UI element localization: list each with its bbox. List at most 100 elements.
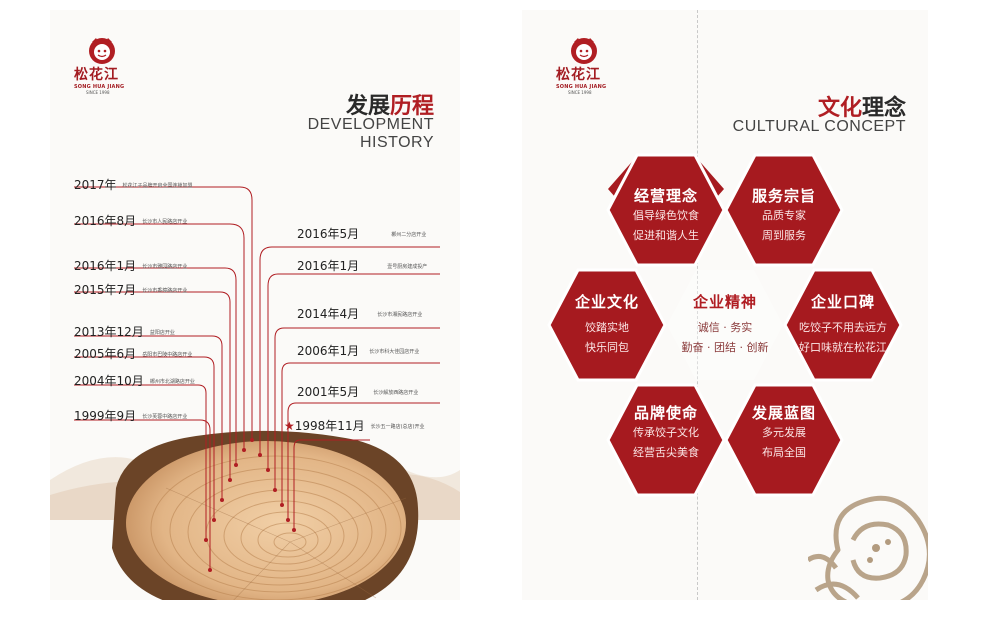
event-desc: 长沙解放西路店开业 — [373, 390, 419, 396]
hexagon-operation — [606, 153, 726, 267]
event-date: 2015年7月 — [74, 283, 137, 297]
event-date: 2017年 — [74, 178, 117, 192]
hexagon-line: 饺踏实地 — [585, 321, 629, 334]
hexagon-spirit-text: 企业精神 诚信 · 务实 勤奋 · 团结 · 创新 — [660, 292, 790, 358]
hexagon-line: 促进和谐人生 — [633, 229, 699, 242]
page-title-en: DEVELOPMENT HISTORY — [308, 116, 434, 152]
event-date: 2005年6月 — [74, 347, 137, 361]
event-desc: 长沙市湘民路店开业 — [377, 312, 423, 318]
hexagon-line: 经营舌尖美食 — [633, 446, 699, 459]
cultural-concept-page: 松花江 SONG HUA JIANG SINCE 1998 文化理念 CULTU… — [522, 10, 928, 600]
brand-logo: 松花江 SONG HUA JIANG SINCE 1998 — [556, 36, 618, 95]
timeline-branches — [74, 186, 440, 572]
event-desc: 长沙市雅园路店开业 — [142, 264, 188, 270]
event-date: 2016年1月 — [297, 259, 360, 273]
event-date: 2004年10月 — [74, 374, 144, 388]
timeline-event: 2001年5月 长沙解放西路店开业 — [297, 381, 418, 400]
hexagon-blueprint — [724, 383, 844, 497]
event-desc: 长沙市科大佳园店开业 — [369, 349, 420, 355]
title-en-line2: HISTORY — [359, 134, 434, 151]
mascot-icon — [571, 38, 597, 64]
timeline-event: 2015年7月长沙市香樟路店开业 — [74, 279, 187, 298]
title-plain: 发展 — [345, 94, 390, 119]
timeline-event: 2016年1月长沙市雅园路店开业 — [74, 255, 187, 274]
event-date: 2001年5月 — [297, 385, 360, 399]
hexagon-title: 品牌使命 — [633, 404, 698, 422]
title-accent: 历程 — [389, 94, 434, 119]
hexagon-line: 好口味就在松花江 — [799, 341, 887, 354]
timeline-event: 2014年4月 长沙市湘民路店开业 — [297, 303, 422, 322]
event-desc: 郴州二分店开业 — [391, 232, 427, 238]
hexagon-line: 诚信 · 务实 — [697, 321, 753, 334]
timeline-event: 2013年12月益阳店开业 — [74, 321, 175, 340]
hexagon-line: 品质专家 — [762, 209, 806, 222]
brand-name-cn: 松花江 — [74, 67, 119, 83]
mascot-icon — [89, 38, 115, 64]
hexagon-service-text: 服务宗旨 品质专家 周到服务 — [719, 186, 849, 246]
hexagon-line: 快乐同包 — [585, 341, 629, 354]
hexagon-line: 布局全国 — [762, 446, 806, 459]
hexagon-spirit — [667, 270, 783, 380]
title-accent: 文化 — [817, 96, 862, 121]
timeline-event: 2016年8月长沙市人民路店开业 — [74, 210, 187, 229]
hexagon-title: 经营理念 — [633, 187, 698, 205]
event-date: 1998年11月 — [294, 419, 365, 433]
timeline-event: 2017年松花江子品牌开启全国连锁加盟 — [74, 174, 193, 193]
development-history-page: 松花江 SONG HUA JIANG SINCE 1998 发展历程 DEVEL… — [50, 10, 460, 600]
hexagon-mission-text: 品牌使命 传承饺子文化 经营舌尖美食 — [601, 403, 731, 463]
timeline-event: 2016年5月郴州二分店开业 — [297, 223, 426, 242]
event-date: 2013年12月 — [74, 325, 144, 339]
page-title-cn: 文化理念 — [818, 90, 906, 122]
hexagon-line: 吃饺子不用去远方 — [799, 321, 887, 334]
title-plain: 理念 — [861, 96, 906, 121]
timeline-event: 2004年10月郴州市北湖路店开业 — [74, 370, 195, 389]
hexagon-line: 勤奋 · 团结 · 创新 — [681, 341, 769, 354]
hexagon-mission — [606, 383, 726, 497]
brand-since: SINCE 1998 — [568, 90, 592, 95]
fold-line — [697, 10, 698, 600]
event-date: 1999年9月 — [74, 409, 137, 423]
event-desc: 郴州市北湖路店开业 — [149, 379, 195, 385]
page-title-cn: 发展历程 — [346, 88, 434, 120]
timeline-event-origin: ★1998年11月长沙五一路店(总店)开业 — [284, 415, 424, 434]
event-desc: 益阳店开业 — [149, 330, 175, 336]
hexagon-operation-text: 经营理念 倡导绿色饮食 促进和谐人生 — [601, 186, 731, 246]
brand-since: SINCE 1998 — [86, 90, 110, 95]
title-en-line1: DEVELOPMENT — [307, 116, 434, 133]
hexagon-title: 企业精神 — [692, 293, 757, 311]
hexagon-culture — [547, 268, 667, 382]
event-date: 2016年1月 — [74, 259, 137, 273]
event-date: 2016年8月 — [74, 214, 137, 228]
hexagon-reputation — [783, 268, 903, 382]
hexagon-culture-text: 企业文化 饺踏实地 快乐同包 — [542, 292, 672, 358]
event-desc: 长沙芙蓉中路店开业 — [142, 414, 188, 420]
page-title-en: CULTURAL CONCEPT — [732, 118, 906, 135]
event-date: 2006年1月 — [297, 344, 360, 358]
brand-name-en: SONG HUA JIANG — [74, 84, 125, 90]
star-icon: ★ — [284, 419, 295, 433]
hexagon-reputation-text: 企业口碑 吃饺子不用去远方 好口味就在松花江 — [778, 292, 908, 358]
tree-stump-image — [112, 430, 419, 600]
event-desc: 长沙市香樟路店开业 — [142, 288, 188, 294]
hexagon-line: 周到服务 — [762, 229, 806, 242]
timeline-event: 2016年1月 壹号厨房建成投产 — [297, 255, 427, 274]
hexagon-title: 企业文化 — [574, 293, 639, 311]
event-desc: 松花江子品牌开启全国连锁加盟 — [122, 183, 193, 189]
brand-name-en: SONG HUA JIANG — [556, 84, 607, 90]
event-date: 2014年4月 — [297, 307, 360, 321]
hexagon-line: 传承饺子文化 — [633, 426, 699, 439]
hexagon-title: 服务宗旨 — [751, 187, 816, 205]
hexagon-title: 企业口碑 — [810, 293, 875, 311]
event-desc: 壹号厨房建成投产 — [387, 264, 428, 270]
hexagon-line: 倡导绿色饮食 — [633, 209, 699, 222]
hexagon-title: 发展蓝图 — [751, 404, 816, 422]
brand-name-cn: 松花江 — [556, 67, 601, 83]
peony-ornament — [808, 495, 928, 600]
event-desc: 长沙市人民路店开业 — [142, 219, 188, 225]
timeline-event: 2006年1月 长沙市科大佳园店开业 — [297, 340, 419, 359]
timeline-event: 1999年9月长沙芙蓉中路店开业 — [74, 405, 187, 424]
hexagon-line: 多元发展 — [762, 426, 806, 439]
event-desc: 长沙五一路店(总店)开业 — [370, 424, 425, 430]
culture-hexagons — [547, 153, 903, 497]
hexagon-blueprint-text: 发展蓝图 多元发展 布局全国 — [719, 403, 849, 463]
